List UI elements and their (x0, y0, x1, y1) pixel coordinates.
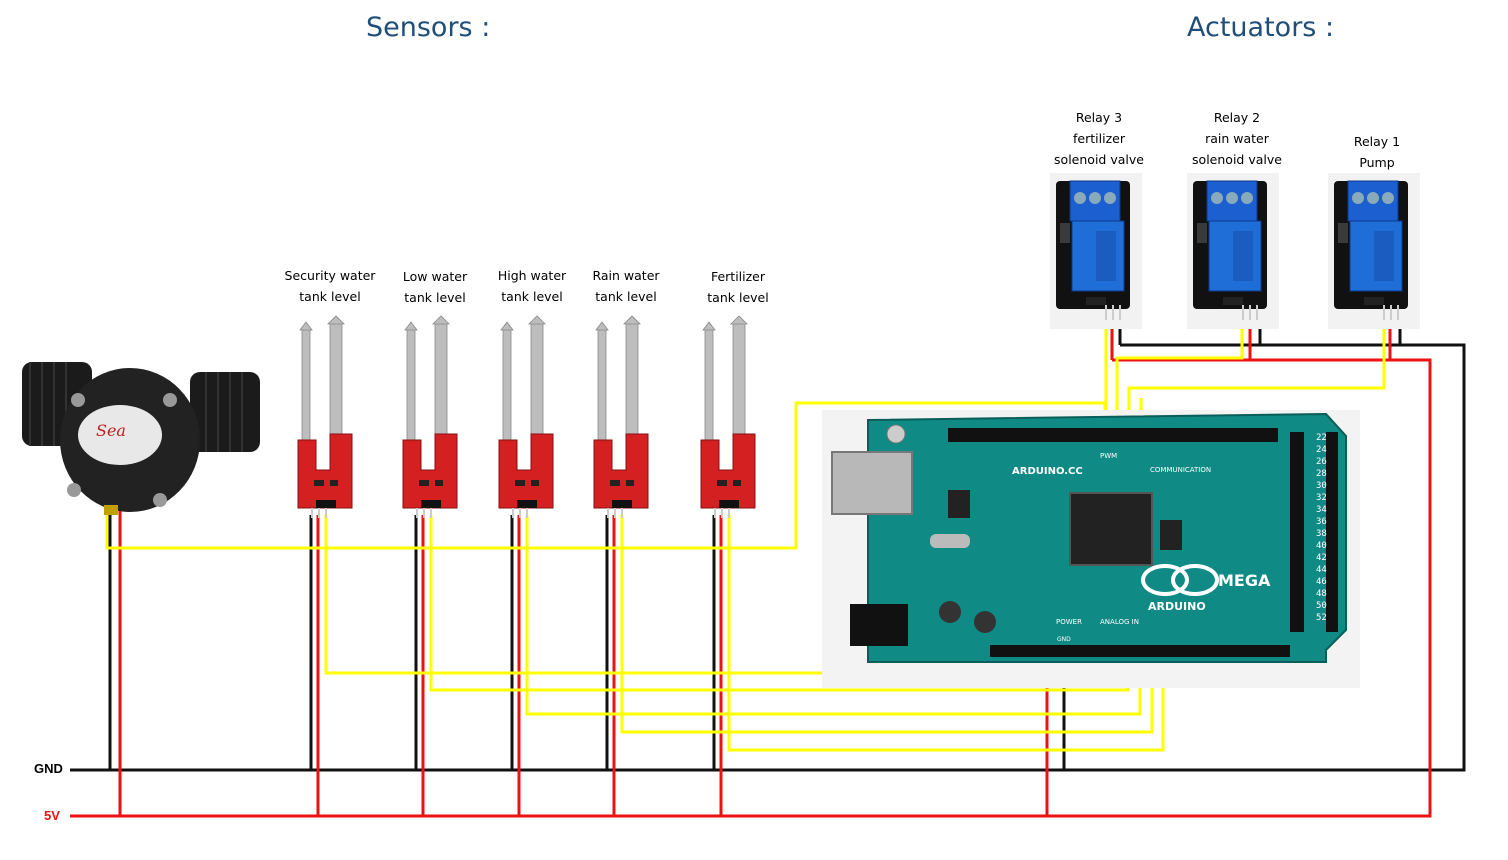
gnd-rail-wire (70, 343, 1466, 772)
gnd-rail-label: GND (34, 761, 63, 776)
usb-port (831, 451, 913, 515)
svg-text:52: 52 (1316, 613, 1327, 623)
board-power-label: POWER (1056, 618, 1082, 626)
svg-text:22: 22 (1316, 433, 1327, 443)
flow-sensor-brand: Sea (96, 421, 126, 440)
svg-text:28: 28 (1316, 469, 1327, 479)
relay-gnd-wires (1118, 318, 1402, 347)
svg-text:42: 42 (1316, 553, 1327, 563)
svg-text:34: 34 (1316, 505, 1327, 515)
board-name: ARDUINO (1148, 600, 1206, 613)
svg-text:48: 48 (1316, 589, 1327, 599)
svg-text:24: 24 (1316, 445, 1327, 455)
mcu-chip (1069, 492, 1153, 566)
relay-3-module (1049, 172, 1143, 330)
arduino-mega-board: MEGA ARDUINO ARDUINO.CC COMMUNICATION PW… (822, 410, 1360, 688)
board-gnd-pin-label: GND (1057, 636, 1071, 643)
svg-text:36: 36 (1316, 517, 1327, 527)
probe-rain (593, 315, 649, 509)
svg-text:38: 38 (1316, 529, 1327, 539)
relay-2-module (1186, 172, 1280, 330)
water-flow-sensor: Sea (22, 362, 260, 515)
board-pin-labels: 22 24 26 28 30 32 34 36 38 40 42 44 46 48 50 52 (1316, 433, 1327, 623)
vcc-rail-wire (70, 358, 1432, 818)
svg-text:46: 46 (1316, 577, 1327, 587)
probe-fertilizer (700, 315, 756, 509)
sensors-heading: Sensors : (366, 12, 491, 43)
relay-pins (1105, 305, 1399, 320)
svg-text:30: 30 (1316, 481, 1327, 491)
relay-1-module (1327, 172, 1421, 330)
board-model: MEGA (1218, 571, 1271, 590)
svg-text:32: 32 (1316, 493, 1327, 503)
svg-text:50: 50 (1316, 601, 1327, 611)
svg-text:44: 44 (1316, 565, 1327, 575)
sensor-power-wires (108, 510, 723, 816)
relay-vcc-wires (1110, 318, 1392, 362)
board-analog-label: ANALOG IN (1100, 618, 1139, 626)
board-brand: ARDUINO.CC (1012, 466, 1083, 477)
actuators-heading: Actuators : (1187, 12, 1335, 43)
probe-security (297, 315, 353, 509)
board-pwm-label: PWM (1100, 452, 1117, 460)
vcc-rail-label: 5V (44, 808, 60, 823)
probe-pins (311, 508, 730, 518)
svg-text:40: 40 (1316, 541, 1327, 551)
probe-low (402, 315, 458, 509)
board-comm-label: COMMUNICATION (1150, 466, 1211, 474)
probe-high (498, 315, 554, 509)
svg-text:26: 26 (1316, 457, 1327, 467)
power-jack (850, 604, 908, 646)
